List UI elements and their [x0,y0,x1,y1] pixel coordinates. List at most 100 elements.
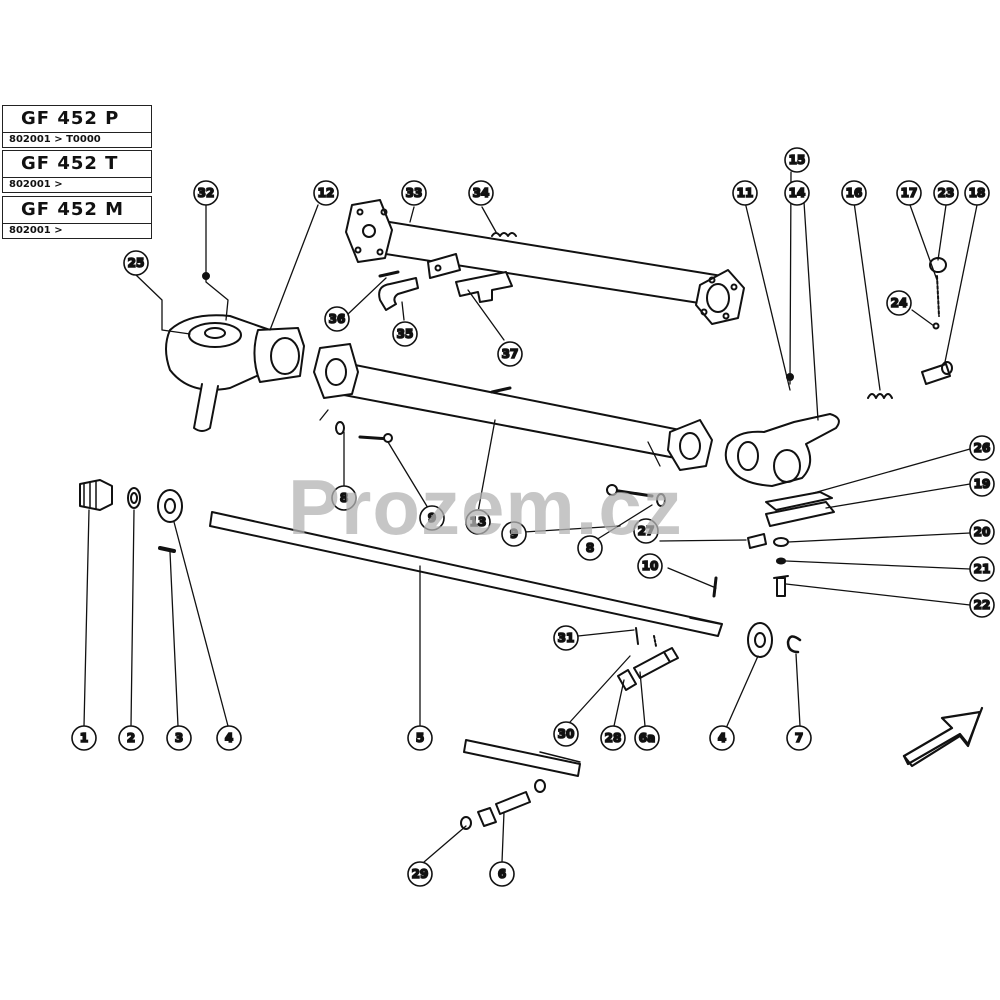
ring-2 [127,487,141,509]
svg-text:9: 9 [510,527,518,541]
callout-35: 35 [392,321,418,347]
bearing-4-left [157,489,183,523]
leader-lines [83,171,978,863]
svg-text:8: 8 [586,541,594,555]
callout-12: 12 [313,180,339,206]
svg-text:24: 24 [891,296,908,310]
svg-text:36: 36 [329,312,346,326]
callout-5: 5 [407,725,433,751]
svg-text:3: 3 [175,731,183,745]
callout-9-right: 9 [501,521,527,547]
bracket-27 [747,533,767,549]
svg-text:18: 18 [969,186,986,200]
svg-text:30: 30 [558,727,575,741]
callout-15: 15 [784,147,810,173]
callout-11: 11 [732,180,758,206]
svg-text:28: 28 [605,731,622,745]
callout-23: 23 [933,180,959,206]
callout-24: 24 [886,290,912,316]
callout-17: 17 [896,180,922,206]
callout-29: 29 [407,861,433,887]
callout-6: 6 [489,861,515,887]
key-3 [158,546,176,553]
clip-7 [786,635,802,654]
callout-30: 30 [553,721,579,747]
svg-text:31: 31 [558,631,575,645]
svg-text:23: 23 [938,186,955,200]
model-box-p: GF 452 P 802001 > T0000 [2,105,152,148]
callout-16: 16 [841,180,867,206]
callout-7: 7 [786,725,812,751]
svg-text:11: 11 [737,186,754,200]
svg-text:4: 4 [225,731,233,745]
callout-4-right: 4 [709,725,735,751]
callout-6a: 6a [634,725,660,751]
callout-32: 32 [193,180,219,206]
callout-14: 14 [784,180,810,206]
callout-36: 36 [324,306,350,332]
svg-text:34: 34 [473,186,490,200]
svg-text:8: 8 [340,491,348,505]
callout-8-left: 8 [331,485,357,511]
model-box-t: GF 452 T 802001 > [2,150,152,193]
svg-text:27: 27 [638,524,655,538]
model-serial: 802001 > [9,179,63,190]
pin-36 [378,270,400,278]
bearing-4-right [747,622,773,658]
callout-18: 18 [964,180,990,206]
svg-text:32: 32 [198,186,215,200]
svg-text:15: 15 [789,153,806,167]
plate-19 [765,501,835,527]
svg-text:26: 26 [974,441,991,455]
model-box-m: GF 452 M 802001 > [2,196,152,239]
svg-text:1: 1 [80,731,88,745]
callout-13: 13 [465,509,491,535]
callout-33: 33 [401,180,427,206]
callout-19: 19 [969,471,995,497]
model-name: GF 452 T [3,151,151,178]
callout-8-right: 8 [577,535,603,561]
callout-25: 25 [123,250,149,276]
right-housing-part [724,413,840,487]
model-serial: 802001 > T0000 [9,134,101,145]
callout-34: 34 [468,180,494,206]
svg-text:29: 29 [412,867,429,881]
model-name: GF 452 P [3,106,151,133]
direction-arrow [902,710,982,768]
svg-text:12: 12 [318,186,335,200]
callout-21: 21 [969,556,995,582]
callout-10: 10 [637,553,663,579]
svg-text:2: 2 [127,731,135,745]
callout-26: 26 [969,435,995,461]
svg-text:22: 22 [974,598,991,612]
callout-9-left: 9 [419,505,445,531]
svg-text:4: 4 [718,731,726,745]
bracket-37 [455,271,513,303]
watermark: Prozem.cz [288,463,683,551]
svg-text:35: 35 [397,327,414,341]
callout-2: 2 [118,725,144,751]
lower-tube-part [313,343,713,471]
callout-1: 1 [71,725,97,751]
svg-text:16: 16 [846,186,863,200]
svg-text:14: 14 [789,186,806,200]
svg-text:19: 19 [974,477,991,491]
svg-text:6a: 6a [639,731,655,745]
svg-text:21: 21 [974,562,991,576]
svg-text:33: 33 [406,186,423,200]
callouts: 1 2 3 4 5 30 28 6a 4 7 29 6 31 10 27 8 9… [71,147,995,887]
callout-3: 3 [166,725,192,751]
callout-37: 37 [497,341,523,367]
washer-21 [776,557,786,565]
callout-4-left: 4 [216,725,242,751]
callout-31: 31 [553,625,579,651]
svg-text:10: 10 [642,559,659,573]
clip-35 [378,277,419,311]
washer-20 [773,537,789,547]
callout-28: 28 [600,725,626,751]
callout-22: 22 [969,592,995,618]
svg-text:9: 9 [428,511,436,525]
callout-20: 20 [969,519,995,545]
